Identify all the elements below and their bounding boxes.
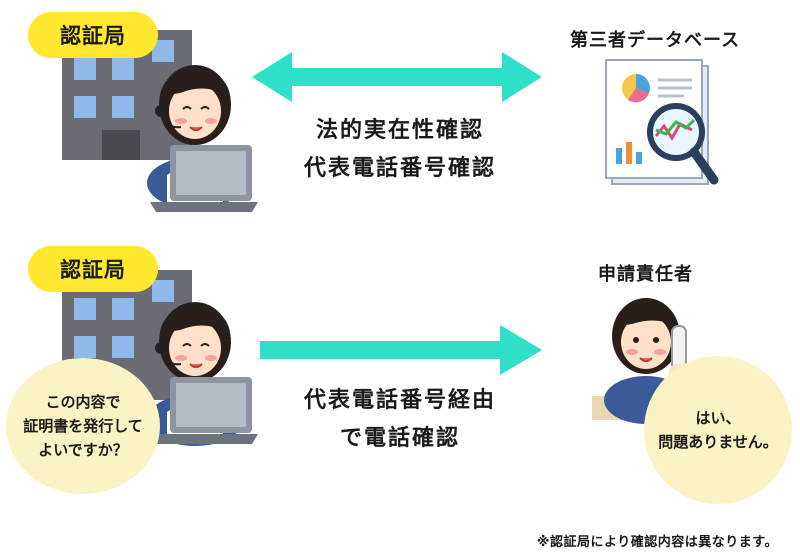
- top-check-text: 法的実在性確認 代表電話番号確認: [290, 112, 510, 188]
- bottom-check-text: 代表電話番号経由 で電話確認: [285, 382, 515, 458]
- footnote: ※認証局により確認内容は異なります。: [536, 535, 778, 550]
- database-label: 第三者データベース: [570, 30, 741, 51]
- check-line-1: 法的実在性確認: [315, 118, 484, 143]
- applicant-bubble-line-1: はい、: [695, 409, 741, 427]
- operator-bubble-line-2: 証明書を発行して: [23, 417, 143, 435]
- right-arrow-icon: [260, 325, 542, 375]
- laptop-icon: [150, 377, 258, 444]
- double-arrow-icon: [252, 52, 542, 102]
- applicant-label: 申請責任者: [598, 264, 693, 285]
- authority-badge: 認証局: [28, 246, 158, 292]
- check-line-2: 代表電話番号確認: [303, 156, 496, 181]
- operator-speech-bubble: この内容で 証明書を発行して よいですか？: [6, 358, 160, 494]
- operator-bubble-line-3: よいですか？: [38, 441, 128, 459]
- authority-badge: 認証局: [28, 12, 158, 58]
- laptop-icon: [150, 145, 258, 212]
- check-line-2: で電話確認: [339, 426, 460, 451]
- report-magnifier-icon: [605, 59, 719, 185]
- applicant-speech-bubble: はい、 問題ありません。: [644, 356, 792, 504]
- check-line-1: 代表電話番号経由: [303, 388, 496, 413]
- operator-bubble-line-1: この内容で: [45, 393, 121, 411]
- applicant-bubble-line-2: 問題ありません。: [658, 433, 778, 451]
